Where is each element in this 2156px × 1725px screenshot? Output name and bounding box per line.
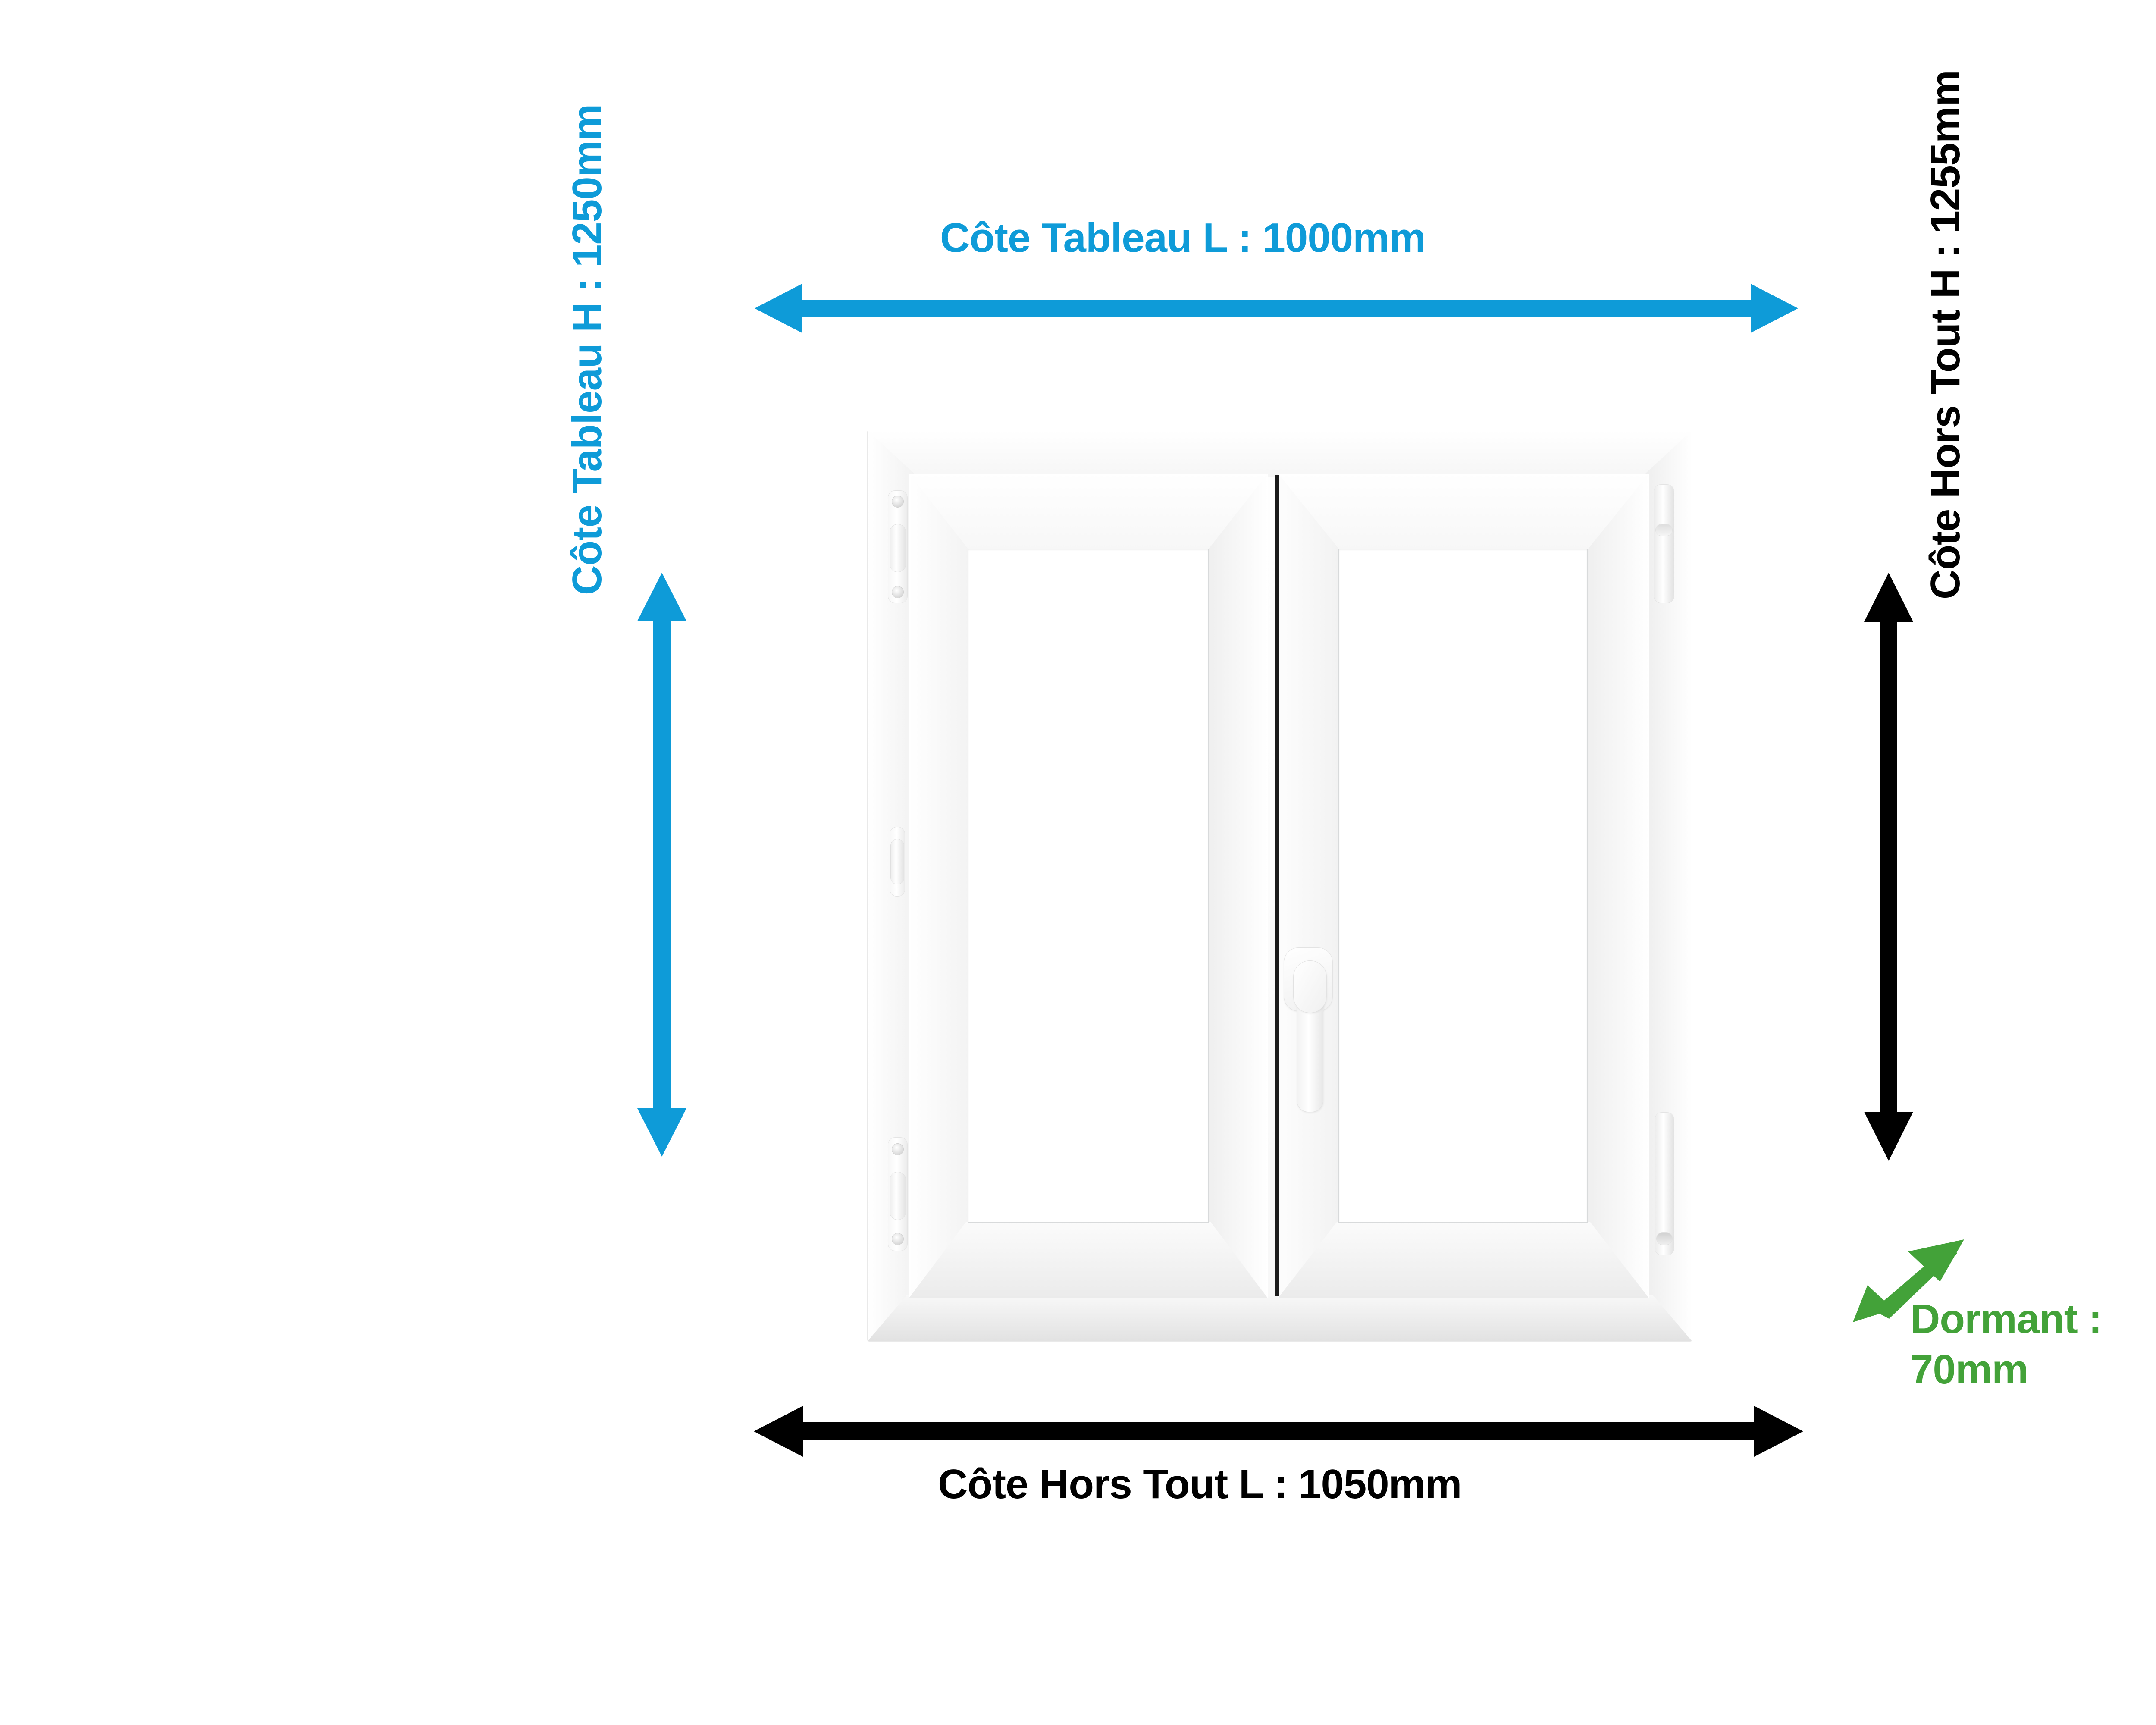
hinge-screw	[892, 1144, 903, 1155]
central-mullion-joint	[1275, 475, 1279, 1296]
hinge-pin	[890, 1172, 906, 1220]
outer-frame-top-bevel	[868, 430, 1692, 477]
hinge-pin	[1657, 1233, 1672, 1245]
left-sash-right-bevel	[1208, 474, 1268, 1298]
left-sash-glass	[968, 549, 1209, 1223]
arrow-cote-tableau-largeur	[755, 284, 1798, 333]
right-sash-left-bevel	[1278, 474, 1339, 1298]
hinge-pin	[891, 839, 904, 884]
left-sash-bottom-bevel	[909, 1222, 1268, 1298]
arrow-cote-hors-tout-hauteur	[1864, 573, 1913, 1161]
hinge-left-bottom	[888, 1138, 907, 1251]
right-sash-top-bevel	[1278, 474, 1649, 549]
arrow-cote-tableau-hauteur	[637, 573, 686, 1157]
label-dormant-line2: 70mm	[1910, 1346, 2029, 1393]
right-sash[interactable]	[1278, 474, 1649, 1298]
handle-neck	[1294, 961, 1326, 1013]
right-sash-glass	[1338, 549, 1588, 1223]
hinge-left-middle	[890, 827, 905, 896]
outer-frame-bottom-bevel	[868, 1295, 1692, 1341]
arrow-dormant-diagonale	[1853, 1239, 1964, 1322]
left-sash-top-bevel	[909, 474, 1268, 549]
right-sash-bottom-bevel	[1278, 1222, 1649, 1298]
arrow-cote-hors-tout-largeur	[754, 1406, 1803, 1457]
hinge-screw	[892, 586, 903, 598]
label-cote-hors-tout-largeur: Côte Hors Tout L : 1050mm	[938, 1461, 1462, 1507]
hinge-pin	[890, 524, 906, 572]
label-cote-hors-tout-hauteur: Côte Hors Tout H : 1255mm	[1922, 70, 1968, 599]
hinge-pin	[1656, 524, 1672, 536]
hinge-left-top	[888, 491, 907, 603]
label-dormant: Dormant : 70mm	[1910, 1294, 2156, 1395]
hinge-right-top	[1654, 485, 1674, 603]
window-illustration	[868, 430, 1692, 1341]
label-cote-tableau-hauteur: Côte Tableau H : 1250mm	[564, 104, 610, 595]
left-sash[interactable]	[909, 474, 1268, 1298]
hinge-screw	[892, 1233, 903, 1245]
label-cote-tableau-largeur: Côte Tableau L : 1000mm	[940, 215, 1426, 261]
right-sash-right-bevel	[1588, 474, 1649, 1298]
label-dormant-line1: Dormant :	[1910, 1296, 2102, 1342]
hinge-screw	[892, 496, 903, 507]
left-sash-left-bevel	[909, 474, 968, 1298]
hinge-right-bottom	[1655, 1113, 1674, 1255]
